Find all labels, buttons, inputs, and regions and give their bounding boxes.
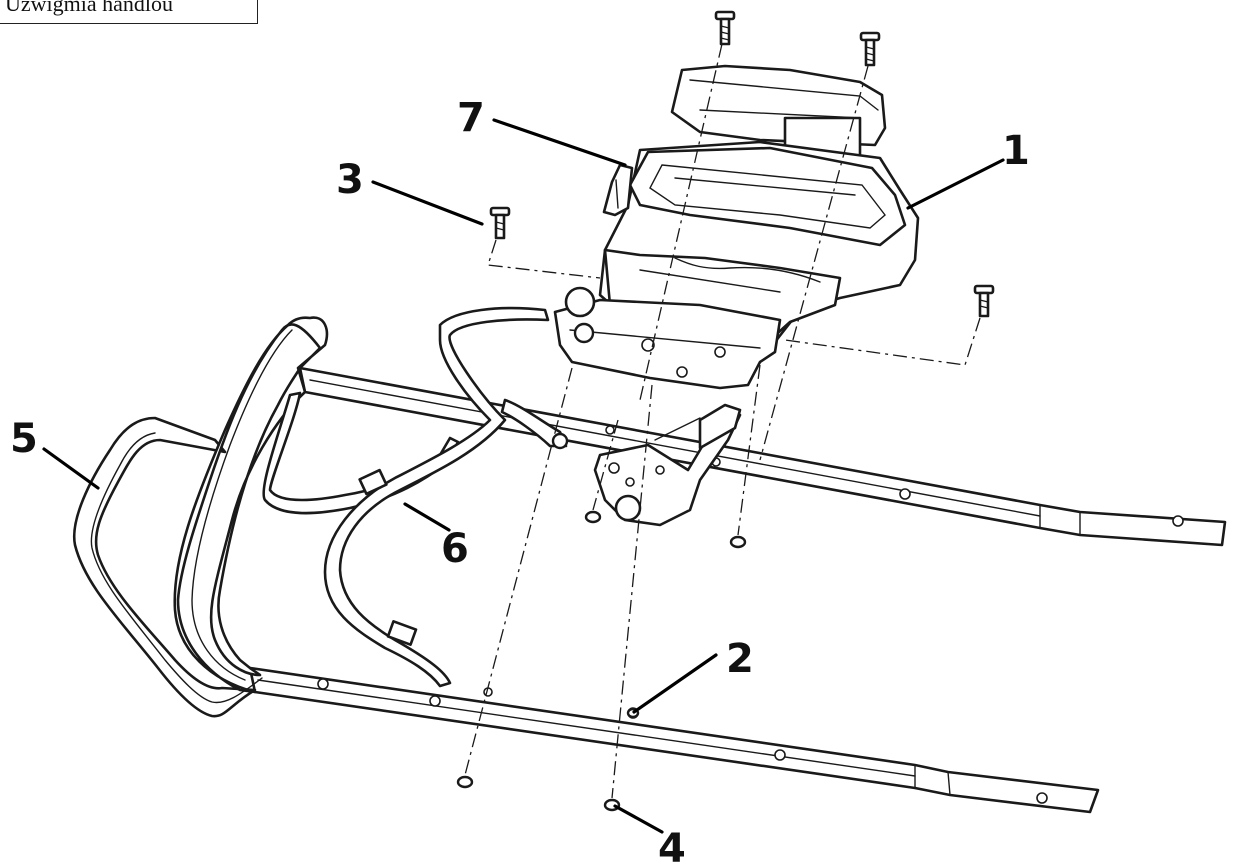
control-cable-part-6	[262, 306, 569, 688]
callout-1: 1	[1002, 128, 1030, 174]
callout-6: 6	[441, 526, 469, 572]
lower-handle-rail	[248, 666, 1100, 814]
nut-group	[456, 510, 747, 812]
diagram-title: Uzwigmia handlou	[0, 0, 258, 24]
leader-lines	[42, 118, 1005, 834]
assembly-guide-lines	[464, 43, 981, 799]
callout-5: 5	[10, 416, 38, 462]
upper-handle-rail	[298, 366, 1227, 547]
callout-4: 4	[658, 826, 686, 865]
handle-loop-part-5	[72, 416, 263, 718]
bolt-group-part-3	[489, 10, 995, 318]
callout-2: 2	[726, 636, 754, 682]
callout-7: 7	[457, 95, 485, 141]
control-console-part-1	[553, 64, 920, 390]
callout-labels: 1 2 3 4 5 6 7	[10, 95, 1030, 865]
inner-handle-loop	[173, 316, 329, 694]
mounting-bracket	[593, 403, 742, 527]
callout-3: 3	[336, 157, 364, 203]
